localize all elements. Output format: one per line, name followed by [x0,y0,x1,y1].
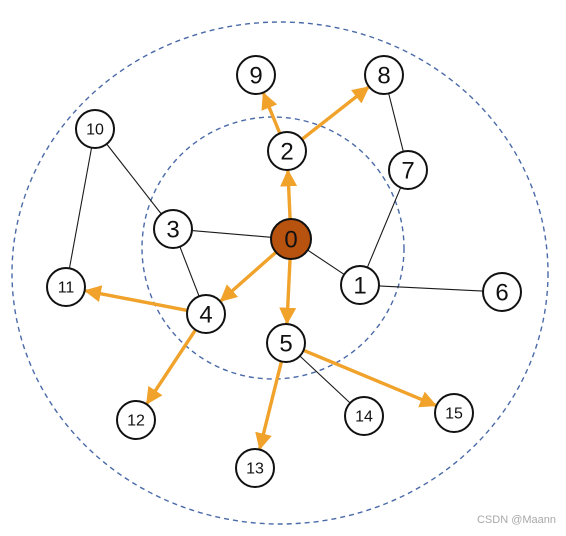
node-11: 11 [46,267,86,307]
node-label-1: 1 [353,273,366,300]
node-circle-12 [116,400,156,440]
arrow-edge-4-11 [83,285,188,313]
node-label-0: 0 [284,227,297,254]
node-4: 4 [186,294,226,334]
node-9: 9 [236,55,276,95]
edges-layer [68,85,484,451]
node-3: 3 [153,209,193,249]
outer-ring [11,21,549,525]
node-7: 7 [388,150,428,190]
node-6: 6 [482,272,522,312]
edge-0-1 [307,249,345,275]
edge-7-8 [388,93,404,152]
node-10: 10 [75,109,115,149]
node-label-10: 10 [86,122,104,139]
arrow-edge-5-15 [302,348,438,408]
node-label-12: 12 [127,413,145,430]
arrow-edge-2-8 [300,85,370,141]
node-circle-1 [340,265,380,305]
rings-layer [11,21,549,525]
node-label-14: 14 [355,409,373,426]
node-label-11: 11 [58,280,75,297]
node-label-2: 2 [280,139,293,166]
node-2: 2 [267,131,307,171]
node-circle-6 [482,272,522,312]
edge-10-11 [68,147,93,269]
node-label-6: 6 [495,280,508,307]
node-label-5: 5 [279,331,292,358]
node-label-8: 8 [377,63,390,90]
node-13: 13 [235,448,275,488]
watermark-text: CSDN @Maann [476,514,556,526]
node-14: 14 [344,396,384,436]
node-12: 12 [116,400,156,440]
node-circle-11 [46,267,86,307]
node-circle-7 [388,150,428,190]
node-label-9: 9 [249,63,262,90]
edge-3-4 [179,246,200,297]
inner-ring [141,116,405,380]
node-label-13: 13 [246,461,264,478]
arrow-edge-2-9 [261,91,282,135]
node-circle-8 [364,55,404,95]
node-15: 15 [434,393,474,433]
node-5: 5 [266,323,306,363]
node-label-15: 15 [445,406,463,423]
node-1: 1 [340,265,380,305]
node-8: 8 [364,55,404,95]
node-circle-4 [186,294,226,334]
node-circle-3 [153,209,193,249]
node-circle-9 [236,55,276,95]
node-circle-13 [235,448,275,488]
node-0: 0 [270,218,312,260]
node-circle-15 [434,393,474,433]
edge-1-6 [378,285,484,292]
node-label-7: 7 [401,158,414,185]
edge-1-7 [366,187,402,268]
edge-0-3 [191,230,272,238]
arrow-edge-5-13 [255,361,284,451]
arrow-edge-0-2 [280,169,298,220]
node-circle-0 [270,218,312,260]
node-label-4: 4 [199,302,212,329]
arrow-edge-0-4 [219,250,278,303]
edge-5-14 [299,355,351,404]
node-circle-2 [267,131,307,171]
edge-3-10 [106,143,162,215]
arrow-edge-4-12 [145,328,197,405]
node-label-3: 3 [166,217,179,244]
node-circle-14 [344,396,384,436]
arrow-edge-0-5 [279,258,297,325]
node-circle-10 [75,109,115,149]
node-circle-5 [266,323,306,363]
